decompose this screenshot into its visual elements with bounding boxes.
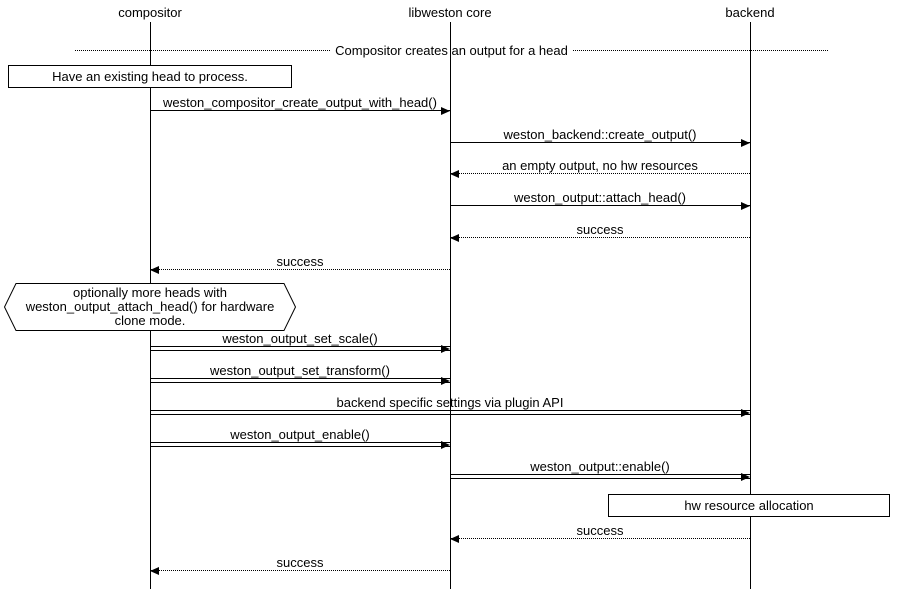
message-arrow-line: [150, 345, 450, 353]
actor-label-backend: backend: [725, 5, 775, 20]
message-output-set-scale: weston_output_set_scale(): [150, 331, 450, 353]
message-arrow-line: [150, 567, 450, 575]
message-create-output-success: success: [150, 254, 450, 274]
arrowhead-left-icon: [450, 535, 459, 543]
hexagon-outline: [4, 283, 296, 331]
message-label: weston_output_set_transform(): [210, 363, 390, 378]
message-arrow-line: [450, 170, 750, 178]
note-optional-heads-text: optionally more heads with weston_output…: [4, 283, 296, 331]
arrowhead-right-icon: [741, 473, 750, 481]
arrowhead-right-icon: [741, 409, 750, 417]
message-output-enable: weston_output_enable(): [150, 427, 450, 449]
divider-line-right: [572, 50, 829, 51]
message-attach-head-success: success: [450, 222, 750, 242]
message-arrow-line: [450, 234, 750, 242]
message-backend-output-enable: weston_output::enable(): [450, 459, 750, 481]
arrowhead-left-icon: [450, 234, 459, 242]
message-create-output-with-head: weston_compositor_create_output_with_hea…: [150, 95, 450, 115]
arrowhead-left-icon: [150, 567, 159, 575]
message-arrow-line: [150, 107, 450, 115]
message-enable-success: success: [450, 523, 750, 543]
message-label: weston_compositor_create_output_with_hea…: [163, 95, 437, 110]
message-output-enable-success: success: [150, 555, 450, 575]
message-empty-output-return: an empty output, no hw resources: [450, 158, 750, 178]
message-output-attach-head: weston_output::attach_head(): [450, 190, 750, 210]
note-existing-head: Have an existing head to process.: [8, 65, 292, 88]
message-label: success: [576, 222, 624, 237]
message-arrow-line: [150, 441, 450, 449]
arrowhead-right-icon: [441, 441, 450, 449]
arrowhead-right-icon: [441, 377, 450, 385]
arrowhead-right-icon: [741, 202, 750, 210]
message-label: weston_output::enable(): [530, 459, 670, 474]
arrowhead-right-icon: [741, 139, 750, 147]
message-arrow-line: [450, 473, 750, 481]
message-arrow-line: [150, 377, 450, 385]
message-arrow-line: [450, 139, 750, 147]
actor-label-libweston-core: libweston core: [408, 5, 492, 20]
message-label: success: [276, 254, 324, 269]
message-label: success: [276, 555, 324, 570]
note-optional-heads: optionally more heads with weston_output…: [4, 283, 296, 331]
divider-label: Compositor creates an output for a head: [335, 43, 568, 58]
arrowhead-right-icon: [441, 345, 450, 353]
message-output-set-transform: weston_output_set_transform(): [150, 363, 450, 385]
message-arrow-line: [450, 535, 750, 543]
note-hw-resource-allocation: hw resource allocation: [608, 494, 890, 517]
divider-line-left: [75, 50, 331, 51]
message-label: backend specific settings via plugin API: [336, 395, 564, 410]
message-label: weston_output_enable(): [230, 427, 370, 442]
divider: Compositor creates an output for a head: [75, 43, 829, 58]
lifeline-backend: [750, 22, 751, 589]
message-arrow-line: [450, 202, 750, 210]
message-label: success: [576, 523, 624, 538]
message-backend-create-output: weston_backend::create_output(): [450, 127, 750, 147]
message-label: weston_output::attach_head(): [513, 190, 686, 205]
message-arrow-line: [150, 266, 450, 274]
message-backend-specific-settings: backend specific settings via plugin API: [150, 395, 750, 417]
note-line: clone mode.: [114, 313, 186, 328]
arrowhead-right-icon: [441, 107, 450, 115]
message-label: weston_backend::create_output(): [503, 127, 697, 142]
message-label: an empty output, no hw resources: [502, 158, 698, 173]
message-label: weston_output_set_scale(): [222, 331, 378, 346]
arrowhead-left-icon: [150, 266, 159, 274]
note-line: weston_output_attach_head() for hardware: [25, 299, 275, 314]
actor-label-compositor: compositor: [118, 5, 182, 20]
lifeline-libweston-core: [450, 22, 451, 589]
message-arrow-line: [150, 409, 750, 417]
note-line: optionally more heads with: [73, 285, 227, 300]
arrowhead-left-icon: [450, 170, 459, 178]
